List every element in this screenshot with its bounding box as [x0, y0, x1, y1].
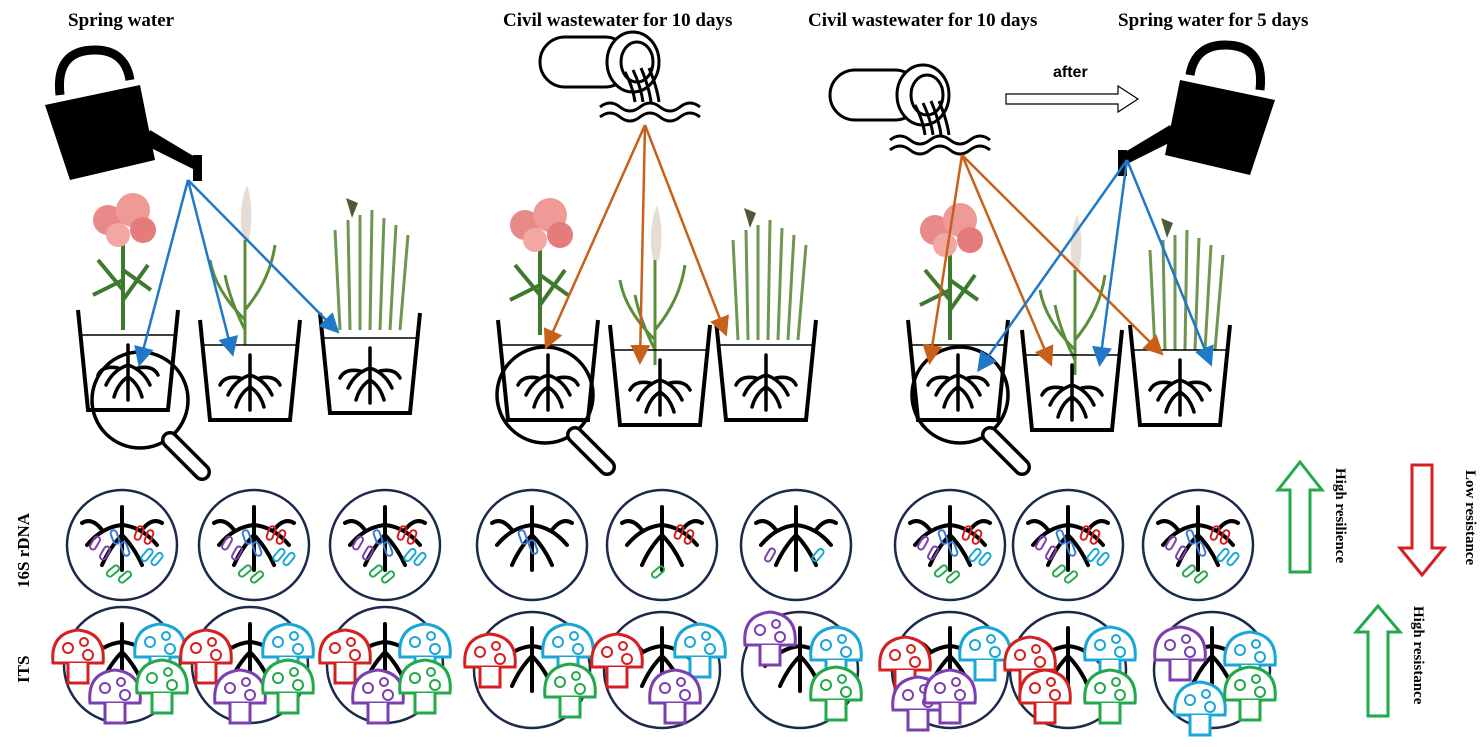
rush-plant-icon — [731, 206, 808, 342]
header-spring-water-5-days: Spring water for 5 days — [1118, 10, 1309, 31]
oleander-plant-icon — [91, 191, 158, 332]
bacteria-row — [65, 488, 1255, 602]
spring-arrows — [134, 179, 340, 367]
high-resilience-arrow — [1274, 459, 1326, 574]
row-label-16s: 16S rDNA — [14, 512, 33, 588]
high-resistance-arrow — [1352, 603, 1404, 718]
high-resistance-label: High resistance — [1410, 606, 1426, 705]
fungi-row — [51, 605, 1277, 737]
pot-icon — [906, 318, 1010, 422]
high-resilience-label: High resilience — [1332, 468, 1348, 564]
header-spring-water: Spring water — [68, 10, 175, 31]
rush-plant-icon — [1148, 216, 1225, 352]
pipe-icon — [538, 30, 702, 123]
pot-icon — [608, 323, 712, 427]
watering-can-icon — [45, 50, 202, 181]
after-arrow — [1005, 84, 1140, 114]
pot-icon — [198, 318, 302, 422]
reed-plant-icon — [208, 183, 277, 347]
pot-icon — [714, 318, 818, 422]
reed-plant-icon — [618, 203, 687, 367]
oleander-plant-icon — [508, 196, 575, 337]
watering-can-icon — [1118, 45, 1275, 176]
low-resistance-arrow — [1396, 463, 1448, 578]
pipe-icon — [828, 63, 992, 156]
header-civil-wastewater-2: Civil wastewater for 10 days — [808, 10, 1038, 31]
header-civil-wastewater-1: Civil wastewater for 10 days — [503, 10, 733, 31]
wastewater-arrows — [543, 124, 729, 365]
magnifier-icon — [497, 347, 607, 467]
wastewater-arrows — [922, 154, 1164, 367]
rush-plant-icon — [333, 196, 410, 332]
row-label-its: ITS — [14, 655, 33, 683]
after-label: after — [1053, 64, 1088, 81]
low-resistance-label: Low resistance — [1462, 470, 1478, 566]
pot-icon — [496, 318, 600, 422]
spring-arrows — [977, 159, 1214, 373]
